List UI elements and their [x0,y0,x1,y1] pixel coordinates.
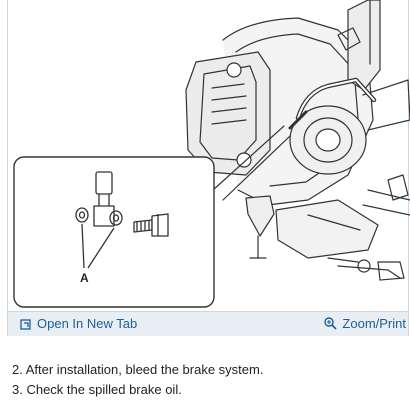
open-in-new-tab-icon [20,318,31,330]
step-item: 3. Check the spilled brake oil. [12,382,182,397]
open-in-new-tab-label: Open In New Tab [37,316,138,331]
instruction-steps: 2. After installation, bleed the brake s… [12,360,263,400]
open-in-new-tab-link[interactable]: Open In New Tab [20,316,137,331]
diagram-card: A Open In New Tab Zoom/Print [7,0,410,336]
step-item: 2. After installation, bleed the brake s… [12,362,264,377]
callout-label-a: A [80,271,89,285]
brake-assembly-diagram: A [13,0,410,308]
zoom-print-link[interactable]: Zoom/Print [324,316,406,331]
magnifier-plus-icon [324,317,337,330]
figure-action-bar: Open In New Tab Zoom/Print [8,311,408,336]
zoom-print-label: Zoom/Print [342,316,406,331]
callout-inset: A [13,156,215,308]
